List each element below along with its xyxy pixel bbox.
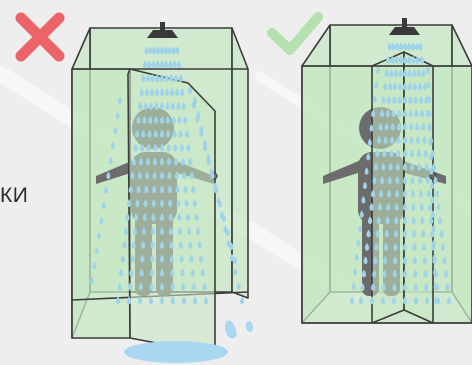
shower-cabin-open-door (72, 22, 253, 363)
right-indicator (272, 17, 318, 50)
checkmark-icon (272, 17, 318, 50)
shower-cabin-closed-door (302, 18, 472, 323)
shower-door-closed-left (372, 52, 404, 323)
cross-icon (21, 18, 59, 56)
wrong-indicator (21, 18, 59, 56)
shower-door-closed-right (404, 52, 433, 323)
shower-door-open (128, 69, 215, 354)
water-drop (240, 297, 244, 304)
partial-caption-text: КИ (0, 184, 28, 208)
